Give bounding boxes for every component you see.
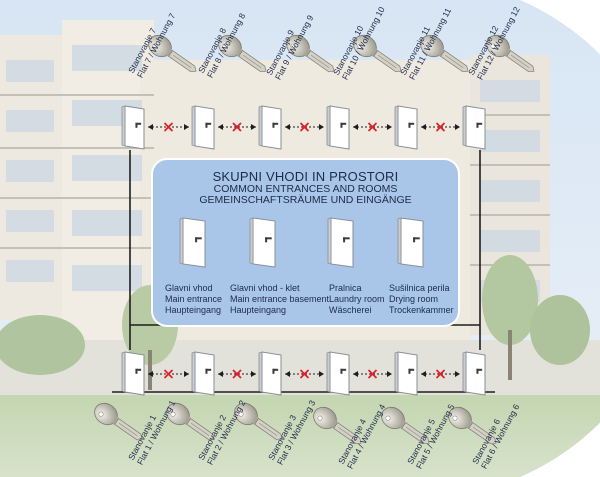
connection-lines	[112, 150, 495, 393]
bottom-key-4	[313, 406, 362, 445]
upper-doors-row	[121, 105, 486, 150]
common-door-4	[397, 217, 424, 268]
upper-door-2	[191, 105, 215, 150]
upper-door-4	[326, 105, 350, 150]
common-rooms-panel: SKUPNI VHODI IN PROSTORI COMMON ENTRANCE…	[153, 160, 458, 325]
upper-barrier-4	[353, 122, 392, 132]
top-key-6	[486, 34, 535, 73]
lower-barrier-4	[353, 369, 392, 379]
top-key-1	[148, 34, 197, 73]
top-key-4	[353, 34, 402, 73]
lower-door-1	[121, 351, 145, 396]
top-key-2	[218, 34, 267, 73]
upper-door-6	[462, 105, 486, 150]
top-key-5	[420, 34, 469, 73]
panel-title-de: GEMEINSCHAFTSRÄUME UND EINGÄNGE	[199, 194, 412, 206]
upper-door-3	[258, 105, 282, 150]
bottom-key-1	[94, 402, 143, 441]
bottom-key-2	[166, 402, 215, 441]
lower-door-2	[191, 351, 215, 396]
common-door-1	[179, 217, 206, 268]
lower-door-5	[394, 351, 418, 396]
lower-barrier-1	[148, 369, 189, 379]
bottom-key-3	[234, 402, 283, 441]
common-door-3	[327, 217, 354, 268]
upper-barrier-2	[218, 122, 256, 132]
upper-barrier-3	[285, 122, 324, 132]
bottom-keys	[94, 402, 497, 445]
panel-title-en: COMMON ENTRANCES AND ROOMS	[213, 183, 398, 195]
upper-barrier-1	[148, 122, 189, 132]
lower-barrier-3	[285, 369, 324, 379]
upper-door-5	[394, 105, 418, 150]
lower-barrier-2	[218, 369, 256, 379]
bottom-key-5	[381, 406, 430, 445]
lower-door-6	[462, 351, 486, 396]
bottom-key-6	[448, 406, 497, 445]
upper-door-1	[121, 105, 145, 150]
upper-barrier-5	[421, 122, 460, 132]
lower-barrier-5	[421, 369, 460, 379]
lower-door-4	[326, 351, 350, 396]
panel-title-sl: SKUPNI VHODI IN PROSTORI	[212, 169, 399, 184]
lower-door-3	[258, 351, 282, 396]
top-keys	[148, 34, 535, 73]
common-door-2	[249, 217, 276, 268]
lower-doors-row	[121, 351, 486, 396]
top-key-3	[286, 34, 335, 73]
common-doors	[179, 217, 424, 268]
